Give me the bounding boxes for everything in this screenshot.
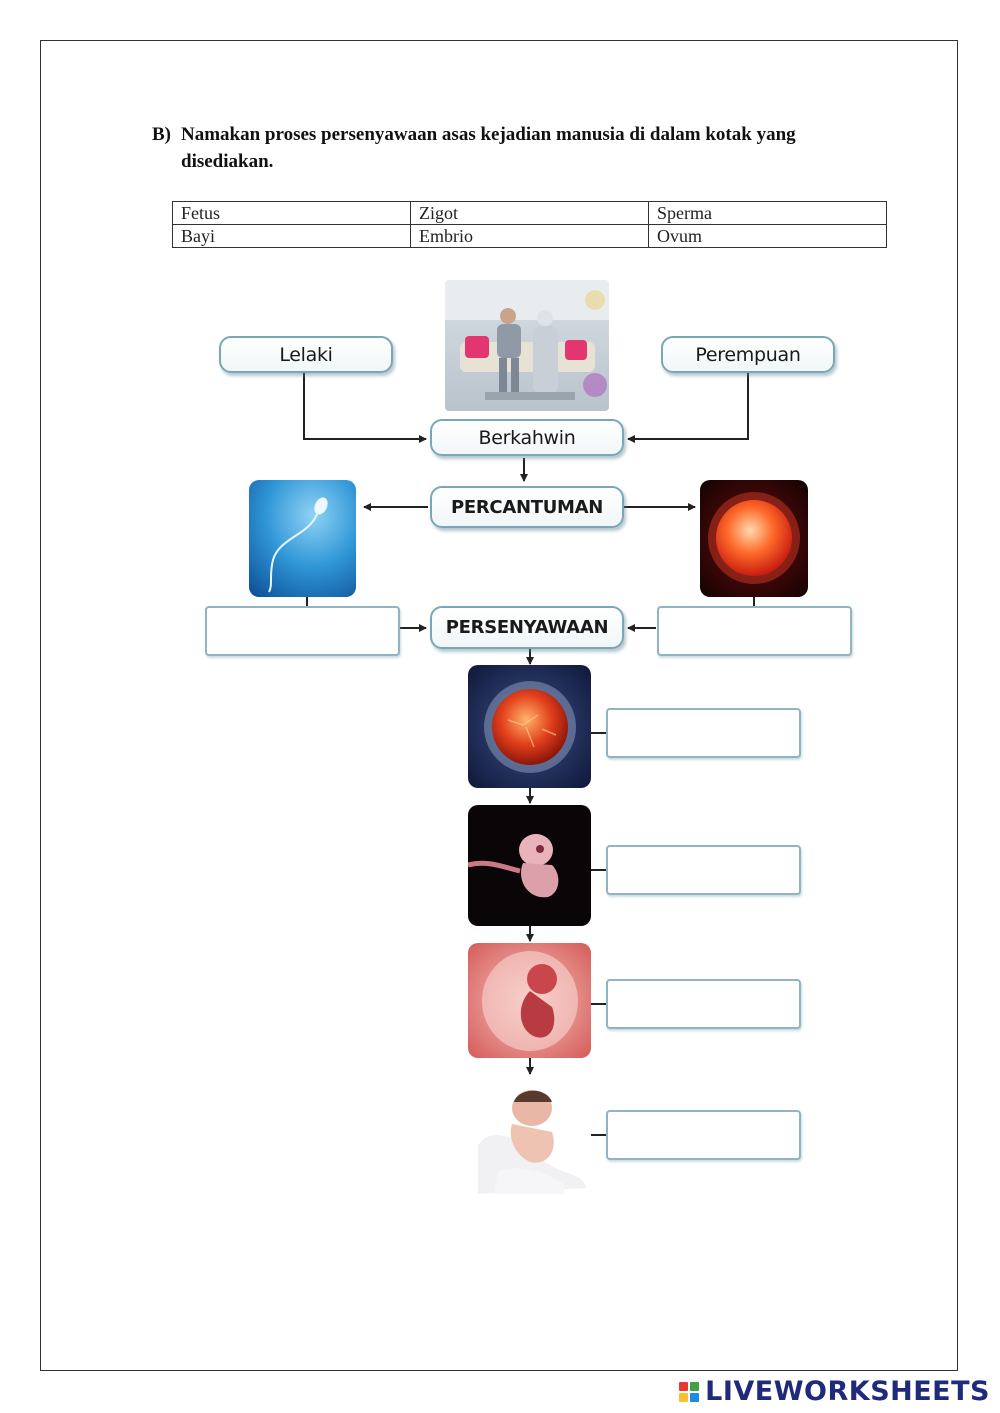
ovum-photo xyxy=(700,480,808,597)
word-bank-cell: Sperma xyxy=(648,201,887,225)
answer-box-zygote[interactable] xyxy=(606,708,801,758)
word-bank-cell: Ovum xyxy=(648,224,887,248)
word-bank-row: Bayi Embrio Ovum xyxy=(172,224,887,248)
answer-box-baby[interactable] xyxy=(606,1110,801,1160)
word-bank-table: Fetus Zigot Sperma Bayi Embrio Ovum xyxy=(172,201,887,248)
brand-text: LIVEWORKSHEETS xyxy=(705,1376,990,1407)
liveworksheets-logo-icon xyxy=(679,1381,700,1402)
embryo-photo xyxy=(468,805,591,926)
union-label: PERCANTUMAN xyxy=(430,486,624,528)
sperm-photo xyxy=(249,480,356,597)
answer-box-sperm[interactable] xyxy=(205,606,400,656)
male-label: Lelaki xyxy=(219,336,393,373)
zygote-photo xyxy=(468,665,591,788)
word-bank-cell: Bayi xyxy=(172,224,411,248)
marriage-label: Berkahwin xyxy=(430,419,624,456)
fertilization-label: PERSENYAWAAN xyxy=(430,606,624,649)
answer-box-ovum[interactable] xyxy=(657,606,852,656)
liveworksheets-logo: LIVEWORKSHEETS xyxy=(679,1376,990,1407)
word-bank-row: Fetus Zigot Sperma xyxy=(172,201,887,225)
question-text: Namakan proses persenyawaan asas kejadia… xyxy=(181,124,796,172)
baby-photo xyxy=(468,1076,591,1194)
answer-box-embryo[interactable] xyxy=(606,845,801,895)
fetus-photo xyxy=(468,943,591,1058)
word-bank-cell: Embrio xyxy=(410,224,649,248)
female-label: Perempuan xyxy=(661,336,835,373)
page-border xyxy=(40,40,958,1371)
connector-male-marriage xyxy=(303,373,427,443)
couple-photo xyxy=(445,280,609,411)
word-bank-cell: Fetus xyxy=(172,201,411,225)
answer-box-fetus[interactable] xyxy=(606,979,801,1029)
question-label: B) xyxy=(152,124,171,145)
connector-female-marriage xyxy=(627,373,749,443)
